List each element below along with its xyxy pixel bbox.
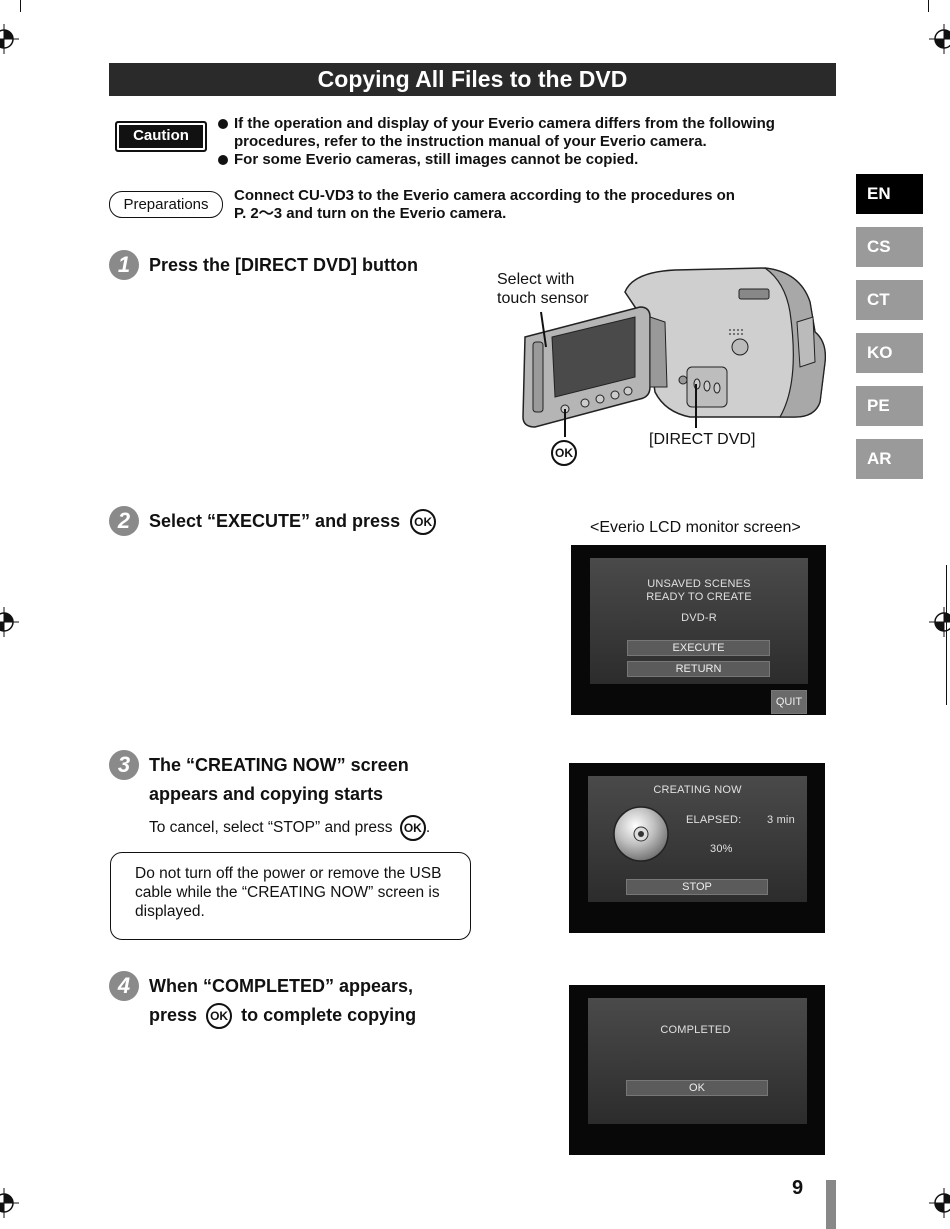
step-title: Press the [DIRECT DVD] button [149,255,419,275]
camcorder-illustration [522,267,827,437]
screen-message: READY TO CREATE [646,591,752,603]
tab-language-pe[interactable]: PE [856,386,923,426]
step-number: 4 [109,971,139,1001]
step-number: 2 [109,506,139,536]
preparations-line: P. 2～3 and turn on the Everio camera. [234,205,507,222]
progress-percent: 30% [710,843,733,855]
screen-media: DVD-R [681,612,717,624]
caution-item: For some Everio cameras, still images ca… [218,151,838,169]
step-title-line: appears and copying starts [149,784,384,804]
tab-language-ko[interactable]: KO [856,333,923,373]
elapsed-label: ELAPSED: [686,814,742,826]
crop-mark [20,0,21,12]
screen-message: UNSAVED SCENES [647,578,751,590]
stop-button[interactable]: STOP [626,879,768,895]
step-subtext: To cancel, select “STOP” and press OK. [149,815,430,841]
step-title-text: press [149,1005,198,1025]
ok-button-icon: OK [551,440,577,466]
crop-mark [946,565,947,705]
screen-panel [588,998,807,1124]
page-edge-bar [826,1180,836,1229]
caution-list: If the operation and display of your Eve… [218,115,838,169]
elapsed-value: 3 min [767,814,795,826]
tab-language-ct[interactable]: CT [856,280,923,320]
step-subtext-text: To cancel, select “STOP” and press [149,819,393,837]
ok-button[interactable]: OK [626,1080,768,1096]
step-title-line: press OK to complete copying [149,1001,416,1030]
page-number: 9 [792,1177,804,1199]
preparations-text: Connect CU-VD3 to the Everio camera acco… [234,187,814,223]
lcd-caption: <Everio LCD monitor screen> [590,519,801,536]
lcd-screen-creating: CREATING NOW ELAPSED: 3 min 30% STOP [569,763,825,933]
quit-button[interactable]: QUIT [771,690,807,714]
lcd-screen-completed: COMPLETED OK [569,985,825,1155]
step-title-line: When “COMPLETED” appears, [149,976,414,996]
preparations-badge: Preparations [109,191,223,218]
screen-header: CREATING NOW [653,784,742,796]
registration-mark-icon [0,1188,19,1218]
callout-touch-sensor: Select with touch sensor [497,270,589,308]
tab-language-ar[interactable]: AR [856,439,923,479]
ok-button-icon: OK [206,1003,233,1030]
return-button[interactable]: RETURN [627,661,770,677]
crop-mark [928,0,929,12]
lcd-screen-execute: UNSAVED SCENES READY TO CREATE DVD-R EXE… [571,545,826,715]
step-number: 1 [109,250,139,280]
tab-language-cs[interactable]: CS [856,227,923,267]
execute-button[interactable]: EXECUTE [627,640,770,656]
registration-mark-icon [929,24,950,54]
page-title: Copying All Files to the DVD [109,63,836,96]
preparations-line: Connect CU-VD3 to the Everio camera acco… [234,187,735,204]
step-title-text: Select “EXECUTE” and press [149,511,401,531]
tab-language-en[interactable]: EN [856,174,923,214]
callout-direct-dvd: [DIRECT DVD] [649,431,756,448]
step-number: 3 [109,750,139,780]
caution-item: If the operation and display of your Eve… [218,115,838,151]
registration-mark-icon [0,24,19,54]
callout-line: touch sensor [497,290,589,307]
step-title-text: to complete copying [241,1005,417,1025]
ok-button-icon: OK [399,815,426,841]
step-title: Select “EXECUTE” and press OK [149,507,437,536]
caution-badge: Caution [115,121,207,152]
step-title-line: The “CREATING NOW” screen [149,755,409,775]
step-subtext-end: . [425,819,431,837]
callout-line: Select with [497,271,575,288]
step-title: The “CREATING NOW” screen appears and co… [149,751,409,809]
completed-message: COMPLETED [660,1024,731,1036]
step-title: When “COMPLETED” appears, press OK to co… [149,972,416,1030]
ok-button-icon: OK [410,509,437,536]
disc-icon [613,806,669,862]
registration-mark-icon [929,1188,950,1218]
registration-mark-icon [0,607,19,637]
warning-note: Do not turn off the power or remove the … [110,852,471,940]
